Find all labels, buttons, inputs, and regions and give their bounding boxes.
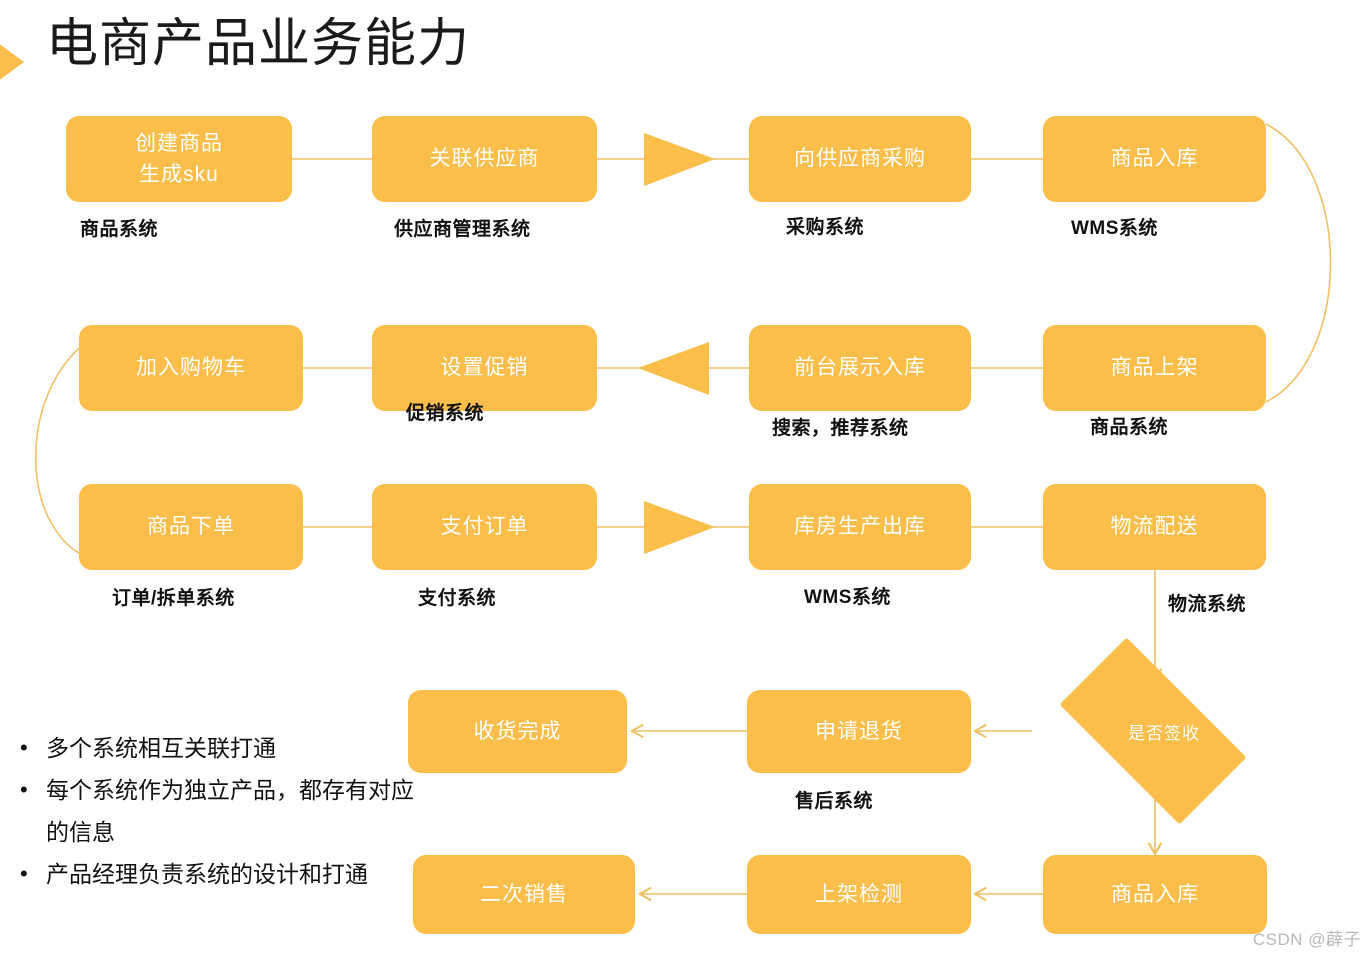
arrow-triangle-right-row3 bbox=[644, 501, 715, 554]
node-goods-inbound-top[interactable]: 商品入库 bbox=[1043, 116, 1266, 202]
node-label: 向供应商采购 bbox=[794, 147, 926, 170]
node-add-to-cart[interactable]: 加入购物车 bbox=[79, 325, 303, 411]
node-label: 商品上架 bbox=[1110, 356, 1199, 379]
node-label: 商品入库 bbox=[1110, 147, 1199, 170]
caption-product-system: 商品系统 bbox=[80, 219, 159, 240]
node-resale[interactable]: 二次销售 bbox=[413, 855, 635, 934]
node-label: 商品下单 bbox=[147, 515, 235, 538]
arrow-triangle-right-row1 bbox=[644, 133, 715, 186]
node-label: 设置促销 bbox=[440, 356, 529, 379]
node-label: 是否签收 bbox=[1128, 723, 1200, 743]
caption-purchase-system: 采购系统 bbox=[786, 217, 865, 238]
arrow-triangle-left-row2 bbox=[638, 342, 709, 395]
bullet-list: 多个系统相互关联打通 每个系统作为独立产品，都存有对应的信息 产品经理负责系统的… bbox=[14, 727, 434, 895]
node-label: 支付订单 bbox=[440, 515, 529, 538]
node-label: 物流配送 bbox=[1110, 515, 1199, 538]
node-set-promotion[interactable]: 设置促销 bbox=[372, 325, 597, 411]
title-arrow-marker bbox=[0, 40, 24, 84]
caption-search-recommend-system: 搜索，推荐系统 bbox=[772, 418, 909, 439]
node-goods-inbound-bottom[interactable]: 商品入库 bbox=[1043, 855, 1267, 934]
node-label: 前台展示入库 bbox=[794, 356, 926, 379]
csdn-watermark: CSDN @薜子 bbox=[1252, 930, 1361, 949]
caption-logistics-system: 物流系统 bbox=[1168, 594, 1247, 615]
list-item: 产品经理负责系统的设计和打通 bbox=[20, 853, 434, 895]
caption-aftersales-system: 售后系统 bbox=[795, 791, 874, 812]
node-shelf-inspection[interactable]: 上架检测 bbox=[747, 855, 971, 934]
node-create-product[interactable]: 创建商品 生成sku bbox=[66, 116, 292, 202]
node-label: 申请退货 bbox=[815, 719, 903, 743]
caption-wms-system-top: WMS系统 bbox=[1071, 218, 1158, 239]
list-item: 每个系统作为独立产品，都存有对应的信息 bbox=[20, 769, 434, 853]
node-warehouse-outbound[interactable]: 库房生产出库 bbox=[749, 484, 971, 570]
node-apply-return[interactable]: 申请退货 bbox=[747, 690, 971, 773]
node-label: 商品入库 bbox=[1111, 882, 1199, 906]
node-label-line2: 生成sku bbox=[139, 163, 219, 186]
arrow-triangles bbox=[638, 133, 715, 554]
node-receipt-complete[interactable]: 收货完成 bbox=[408, 690, 627, 773]
caption-wms-system-bottom: WMS系统 bbox=[804, 587, 891, 608]
caption-promotion-system: 促销系统 bbox=[406, 403, 485, 424]
node-label: 二次销售 bbox=[480, 882, 568, 906]
node-label: 库房生产出库 bbox=[794, 515, 926, 538]
node-label: 上架检测 bbox=[815, 882, 903, 906]
node-logistics-delivery[interactable]: 物流配送 bbox=[1043, 484, 1266, 570]
node-purchase-from-supplier[interactable]: 向供应商采购 bbox=[749, 116, 971, 202]
caption-supplier-mgmt-system: 供应商管理系统 bbox=[394, 219, 531, 240]
caption-payment-system: 支付系统 bbox=[418, 588, 497, 609]
node-label-line1: 创建商品 bbox=[135, 132, 223, 155]
caption-product-system-2: 商品系统 bbox=[1090, 417, 1169, 438]
node-goods-on-shelf[interactable]: 商品上架 bbox=[1043, 325, 1266, 411]
node-label: 关联供应商 bbox=[429, 147, 540, 170]
link-n4-n5-arc bbox=[1265, 123, 1332, 403]
node-frontend-display[interactable]: 前台展示入库 bbox=[749, 325, 971, 411]
node-pay-order[interactable]: 支付订单 bbox=[372, 484, 597, 570]
list-item: 多个系统相互关联打通 bbox=[20, 727, 434, 769]
node-label: 创建商品 生成sku bbox=[135, 128, 223, 190]
node-place-order[interactable]: 商品下单 bbox=[79, 484, 303, 570]
node-label: 收货完成 bbox=[473, 719, 562, 743]
page-title: 电商产品业务能力 bbox=[46, 15, 471, 73]
node-link-supplier[interactable]: 关联供应商 bbox=[372, 116, 597, 202]
node-label: 加入购物车 bbox=[136, 356, 246, 379]
caption-order-split-system: 订单/拆单系统 bbox=[112, 588, 235, 609]
node-decision-signed[interactable]: 是否签收 bbox=[1033, 637, 1273, 825]
